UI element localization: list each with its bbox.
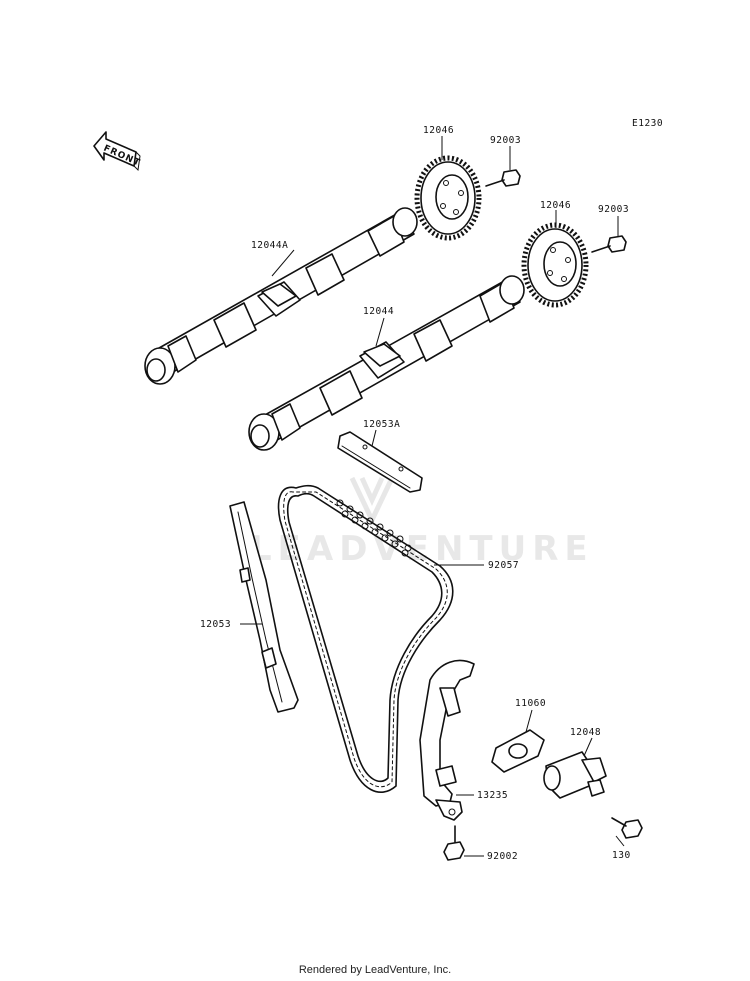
label-11060: 11060	[515, 698, 546, 709]
diagram-code: E1230	[632, 118, 663, 129]
watermark-text: LEADVENTURE	[250, 529, 594, 569]
label-130: 130	[612, 850, 631, 861]
label-12053: 12053	[200, 619, 231, 630]
label-92003-top: 92003	[490, 135, 521, 146]
chain-links	[336, 499, 412, 557]
label-12046-right: 12046	[540, 200, 571, 211]
chain-guide-12053	[229, 501, 299, 713]
gasket-11060	[491, 729, 545, 773]
cam-sprocket-top	[414, 155, 482, 241]
front-arrow-icon: FRONT	[93, 131, 142, 172]
label-13235: 13235	[477, 790, 508, 801]
label-92003-right: 92003	[598, 204, 629, 215]
bolt-130	[611, 817, 643, 839]
cam-chain-92057	[277, 484, 454, 793]
label-12044A: 12044A	[251, 240, 288, 251]
watermark: LEADVENTURE	[250, 476, 594, 569]
tensioner-guide-13235	[419, 659, 475, 821]
cam-sprocket-right	[521, 222, 589, 308]
label-12046-top: 12046	[423, 125, 454, 136]
leader-lines	[240, 136, 625, 857]
label-92057: 92057	[488, 560, 519, 571]
camshaft-12044A	[144, 207, 418, 385]
bolt-92002	[443, 825, 465, 861]
label-92002: 92002	[487, 851, 518, 862]
chain-guide-12053A	[337, 431, 423, 493]
part-labels: 12046 92003 12046 92003 12044A 12044 120…	[200, 125, 631, 862]
label-12053A: 12053A	[363, 419, 400, 430]
label-12048: 12048	[570, 727, 601, 738]
camshaft-12044	[248, 275, 525, 451]
tensioner-12048	[543, 751, 607, 799]
footer-credit: Rendered by LeadVenture, Inc.	[298, 964, 452, 976]
label-12044: 12044	[363, 306, 394, 317]
bolt-92003-top	[485, 169, 521, 187]
bolt-92003-right	[591, 235, 627, 253]
